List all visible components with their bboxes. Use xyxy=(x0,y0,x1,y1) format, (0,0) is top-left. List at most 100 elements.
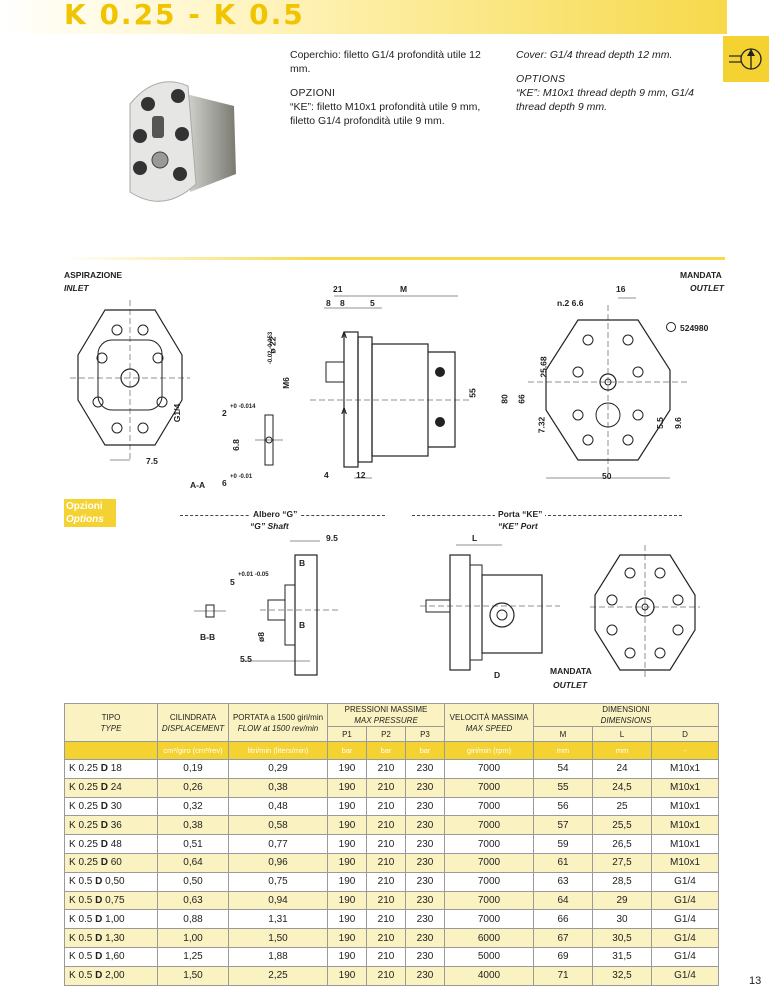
col-p3: P3 xyxy=(405,726,445,742)
cell-p3: 230 xyxy=(405,777,445,798)
cell-m: 69 xyxy=(533,946,593,967)
cell-p2: 210 xyxy=(366,890,406,911)
options-text-it: “KE”: filetto M10x1 profondità utile 9 m… xyxy=(290,101,481,127)
unit-p2: bar xyxy=(366,741,406,760)
cell-dd: G1/4 xyxy=(651,890,719,911)
cell-p1: 190 xyxy=(327,965,367,986)
cell-dd: G1/4 xyxy=(651,946,719,967)
cell-p2: 210 xyxy=(366,928,406,948)
cell-l: 26,5 xyxy=(592,834,652,854)
cell-p1: 190 xyxy=(327,796,367,817)
cell-port: 0,29 xyxy=(228,759,328,779)
port-title-it: Porta “KE” xyxy=(495,509,546,519)
cell-p1: 190 xyxy=(327,928,367,948)
cell-type: K 0.5 D 2,00 xyxy=(64,965,158,986)
cell-dd: M10x1 xyxy=(651,777,719,798)
side-view-drawing xyxy=(310,295,470,479)
cell-m: 59 xyxy=(533,834,593,854)
cell-p1: 190 xyxy=(327,871,367,892)
cell-m: 54 xyxy=(533,759,593,779)
section-divider xyxy=(64,257,725,260)
cell-cil: 1,50 xyxy=(157,965,229,986)
cell-vel: 7000 xyxy=(444,759,534,779)
cell-port: 0,58 xyxy=(228,815,328,836)
cell-type: K 0.5 D 1,00 xyxy=(64,909,158,930)
ke-port-front-drawing xyxy=(590,545,700,680)
cell-p3: 230 xyxy=(405,928,445,948)
dim-2-tol: +0 -0.014 xyxy=(230,404,256,410)
cell-dd: G1/4 xyxy=(651,909,719,930)
cell-port: 0,75 xyxy=(228,871,328,892)
units-row: cm³/giro (cm³/rev) litri/min (liters/min… xyxy=(64,741,719,760)
cell-type: K 0.5 D 0,50 xyxy=(64,871,158,892)
cell-vel: 7000 xyxy=(444,890,534,911)
cell-l: 30,5 xyxy=(592,928,652,948)
cell-type: K 0.5 D 0,75 xyxy=(64,890,158,911)
dim-66: 66 xyxy=(516,394,527,404)
cell-cil: 1,25 xyxy=(157,946,229,967)
cell-m: 63 xyxy=(533,871,593,892)
dim-m: M xyxy=(400,284,408,294)
cell-type: K 0.25 D 60 xyxy=(64,852,158,873)
cell-cil: 0,51 xyxy=(157,834,229,854)
dim-21: 21 xyxy=(333,284,343,294)
cell-m: 66 xyxy=(533,909,593,930)
cell-vel: 7000 xyxy=(444,852,534,873)
inlet-label-it: ASPIRAZIONE xyxy=(64,270,123,280)
dim-5-opt: 5 xyxy=(230,577,235,587)
cell-m: 57 xyxy=(533,815,593,836)
dim-9-5: 9.5 xyxy=(326,533,338,543)
cell-dd: M10x1 xyxy=(651,796,719,817)
dim-6-tol: +0 -0.01 xyxy=(230,474,253,480)
cell-dd: G1/4 xyxy=(651,965,719,986)
cell-port: 0,38 xyxy=(228,777,328,798)
cell-type: K 0.25 D 48 xyxy=(64,834,158,854)
dim-9-6: 9.6 xyxy=(672,417,683,429)
cell-port: 1,50 xyxy=(228,928,328,948)
section-a-a: A-A xyxy=(190,480,206,490)
dim-shaft: ø 22 xyxy=(267,336,278,354)
section-b-2: B xyxy=(299,620,306,630)
dim-16: 16 xyxy=(616,284,626,294)
options-label: Opzioni Options xyxy=(66,500,104,526)
cell-port: 1,31 xyxy=(228,909,328,930)
unit-vel: giri/min (rpm) xyxy=(444,741,534,760)
col-d: D xyxy=(651,726,719,742)
cell-type: K 0.5 D 1,30 xyxy=(64,928,158,948)
cell-cil: 0,88 xyxy=(157,909,229,930)
cell-p2: 210 xyxy=(366,946,406,967)
dim-7-5: 7.5 xyxy=(146,456,158,466)
cell-vel: 7000 xyxy=(444,871,534,892)
cell-dd: M10x1 xyxy=(651,815,719,836)
cell-l: 25,5 xyxy=(592,815,652,836)
description-english: Cover: G1/4 thread depth 12 mm. OPTIONS … xyxy=(516,48,726,124)
dim-7-32: 7.32 xyxy=(536,416,547,434)
reference-circle-icon xyxy=(666,322,676,332)
dim-5-5: 5.5 xyxy=(654,417,665,429)
hydraulic-symbol-box xyxy=(723,36,769,82)
cell-vel: 7000 xyxy=(444,834,534,854)
dim-2: 2 xyxy=(222,408,227,418)
cell-cil: 0,64 xyxy=(157,852,229,873)
unit-l: mm xyxy=(592,741,652,760)
dim-l: L xyxy=(472,533,478,543)
cell-p3: 230 xyxy=(405,946,445,967)
dim-4: 4 xyxy=(324,470,329,480)
cell-p3: 230 xyxy=(405,852,445,873)
outlet-label-it: MANDATA xyxy=(680,270,722,280)
cell-p3: 230 xyxy=(405,890,445,911)
options-heading-en: OPTIONS xyxy=(516,73,566,85)
dim-6-8: 6.8 xyxy=(230,439,241,451)
unit-port: litri/min (liters/min) xyxy=(228,741,328,760)
cell-l: 27,5 xyxy=(592,852,652,873)
dim-d: D xyxy=(494,670,501,680)
